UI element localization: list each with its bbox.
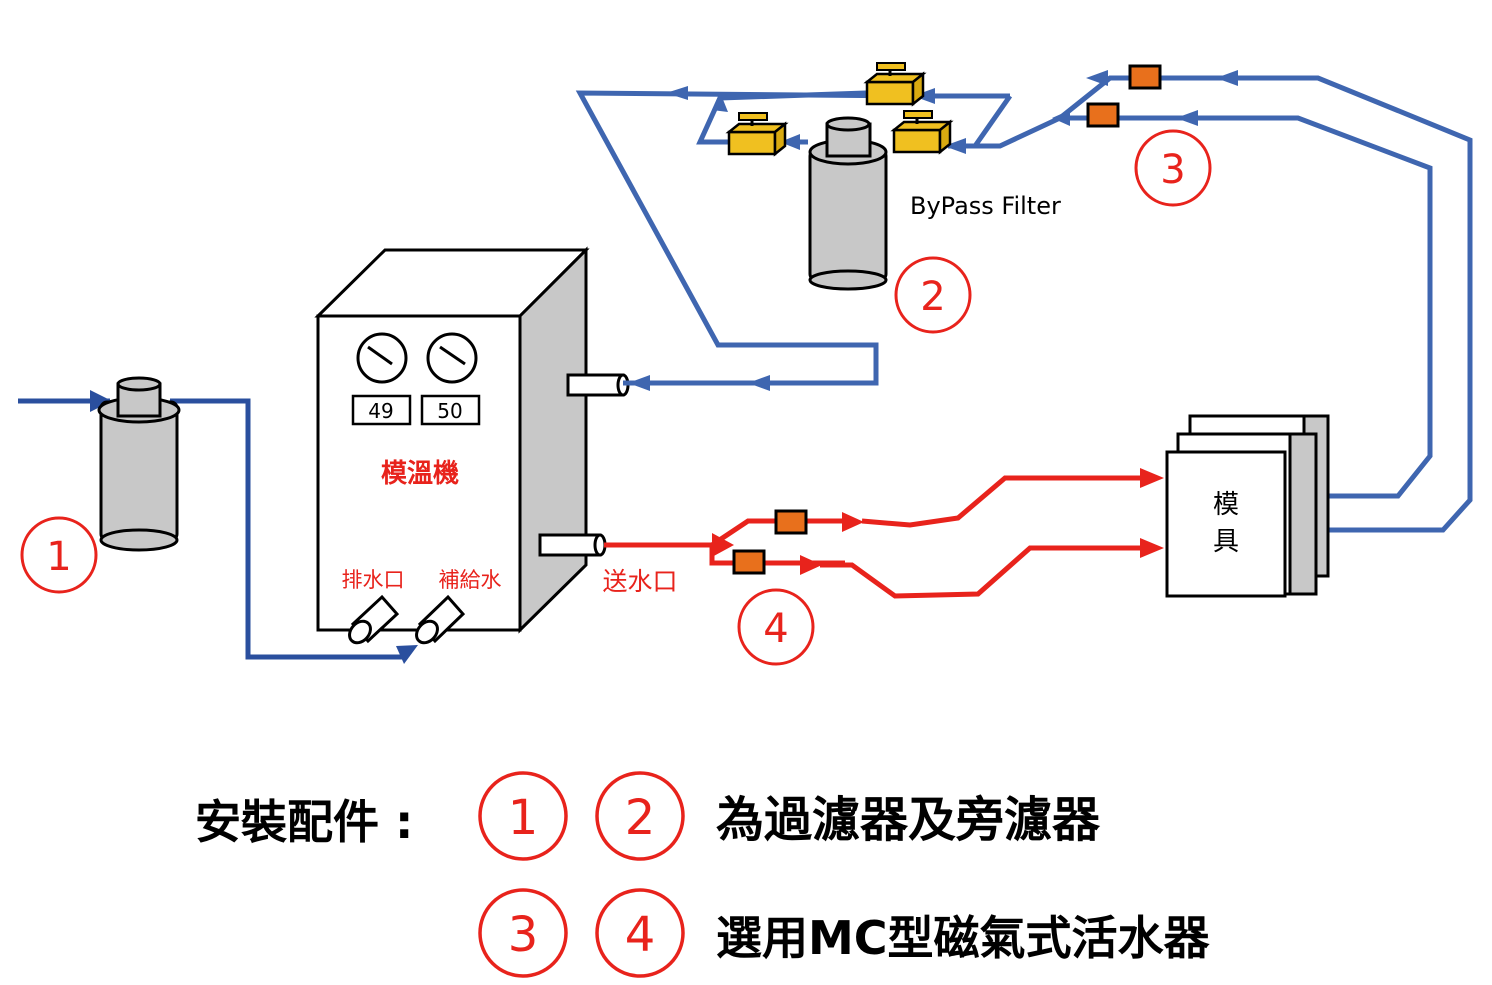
gauge-value: 50 <box>437 399 462 423</box>
outlet-label: 送水口 <box>602 567 677 596</box>
svg-text:4: 4 <box>625 907 656 963</box>
bypass-filter-label: ByPass Filter <box>910 192 1061 220</box>
magnetic-activator <box>774 509 808 535</box>
drain-pipe <box>348 594 400 645</box>
svg-text:3: 3 <box>508 907 539 963</box>
return-water-line <box>575 75 1473 533</box>
svg-text:2: 2 <box>920 274 945 320</box>
gauge-value: 49 <box>368 399 393 423</box>
mold-label-char: 模 <box>1213 490 1239 520</box>
svg-text:2: 2 <box>625 790 656 846</box>
magnetic-activator <box>732 549 766 575</box>
valve-icon <box>890 110 954 155</box>
outlet-pipe <box>538 533 607 557</box>
marker-3: 3 <box>1134 129 1212 207</box>
marker-4: 4 <box>737 588 815 666</box>
legend-intro: 安裝配件 : <box>195 795 413 849</box>
legend-marker-2: 2 <box>595 771 685 861</box>
return-inlet-pipe <box>566 373 630 397</box>
drain-label: 排水口 <box>342 568 405 592</box>
svg-text:3: 3 <box>1160 147 1185 193</box>
magnetic-activator <box>1086 102 1120 128</box>
marker-1: 1 <box>20 516 98 594</box>
water-filter <box>97 376 181 552</box>
return-line-arrows <box>628 70 1238 391</box>
outlet-line-arrows <box>712 468 1164 575</box>
svg-text:1: 1 <box>508 790 539 846</box>
gauge <box>426 332 478 384</box>
svg-text:4: 4 <box>763 606 788 652</box>
outlet-water-line <box>604 475 1150 599</box>
gauge-display <box>420 394 481 426</box>
gauge-display <box>351 394 412 426</box>
mold-label-char: 具 <box>1213 527 1239 557</box>
machine-title: 模溫機 <box>381 459 459 489</box>
svg-text:1: 1 <box>46 534 71 580</box>
legend-line1-text: 為過濾器及旁濾器 <box>716 792 1101 848</box>
valve-icon <box>725 112 789 157</box>
supply-water-label: 補給水 <box>439 568 502 592</box>
supply-pipe <box>415 594 466 645</box>
legend-marker-1: 1 <box>478 771 568 861</box>
valve-icon <box>863 62 927 107</box>
gauge <box>356 332 408 384</box>
legend-marker-4: 4 <box>595 888 685 978</box>
marker-2: 2 <box>894 256 972 334</box>
legend-marker-3: 3 <box>478 888 568 978</box>
bypass-filter <box>808 116 888 291</box>
supply-line-arrows <box>90 390 418 664</box>
legend-line2-text: 選用MC型磁氣式活水器 <box>716 911 1211 965</box>
mold <box>1165 414 1330 598</box>
magnetic-activator <box>1128 64 1162 90</box>
